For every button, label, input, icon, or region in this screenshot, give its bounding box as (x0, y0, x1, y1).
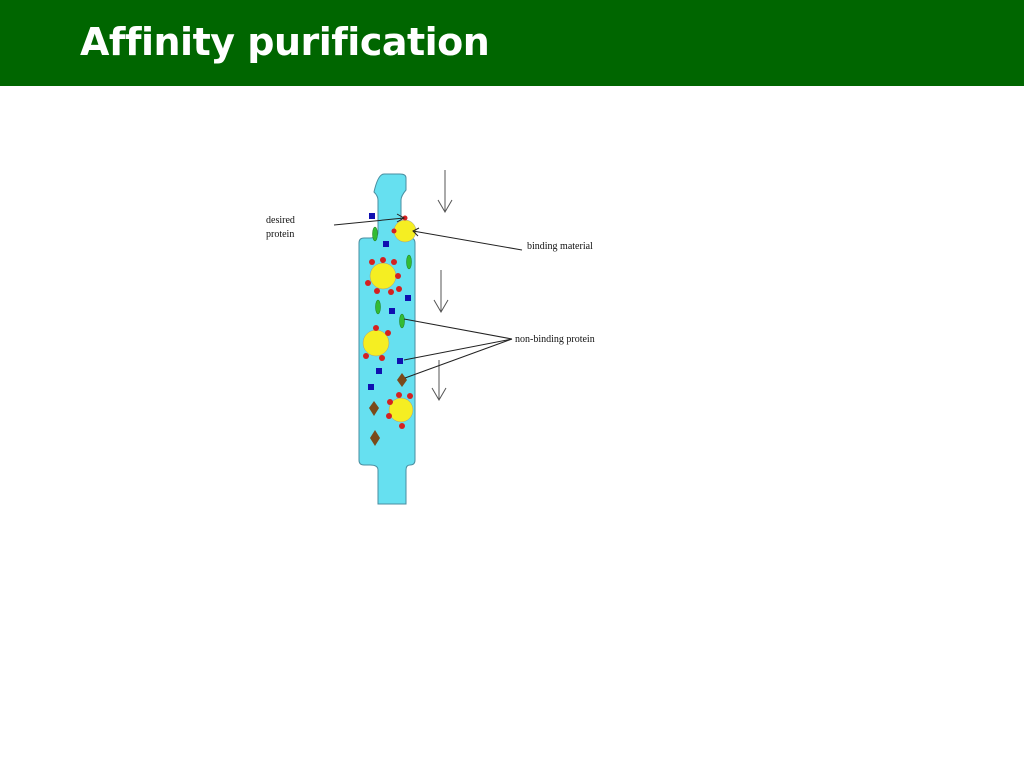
label-binding-material: binding material (527, 241, 593, 252)
oval-proteins (372, 226, 412, 329)
label-non-binding-protein: non-binding protein (515, 334, 595, 345)
flow-arrow-bottom (431, 360, 447, 401)
flow-arrow-middle (433, 270, 449, 313)
bound-protein (391, 259, 397, 265)
bound-protein (363, 353, 369, 359)
bound-protein (396, 286, 402, 292)
square-proteins (368, 213, 411, 390)
bead-2 (365, 257, 402, 295)
bound-protein (365, 280, 371, 286)
bound-protein (396, 392, 402, 398)
bound-protein (380, 257, 386, 263)
bound-protein (391, 228, 397, 234)
bound-protein (388, 289, 394, 295)
bound-protein (407, 393, 413, 399)
bead-3 (362, 325, 391, 361)
title-bar: Affinity purification (0, 0, 1024, 86)
flow-arrow-top (437, 170, 453, 213)
label-desired-protein-line1: desired (266, 215, 295, 226)
bound-protein (374, 288, 380, 294)
callout-lines (333, 213, 523, 379)
bound-protein (369, 259, 375, 265)
label-desired-protein-line2: protein (266, 229, 294, 240)
bound-protein (387, 399, 393, 405)
bound-protein (395, 273, 401, 279)
bead-1 (391, 215, 417, 243)
bound-protein (385, 330, 391, 336)
diamond-proteins (369, 373, 407, 446)
bound-protein (399, 423, 405, 429)
bound-protein (373, 325, 379, 331)
bound-protein (386, 413, 392, 419)
bound-protein (379, 355, 385, 361)
bead-4 (386, 392, 414, 429)
slide-title: Affinity purification (80, 20, 490, 64)
